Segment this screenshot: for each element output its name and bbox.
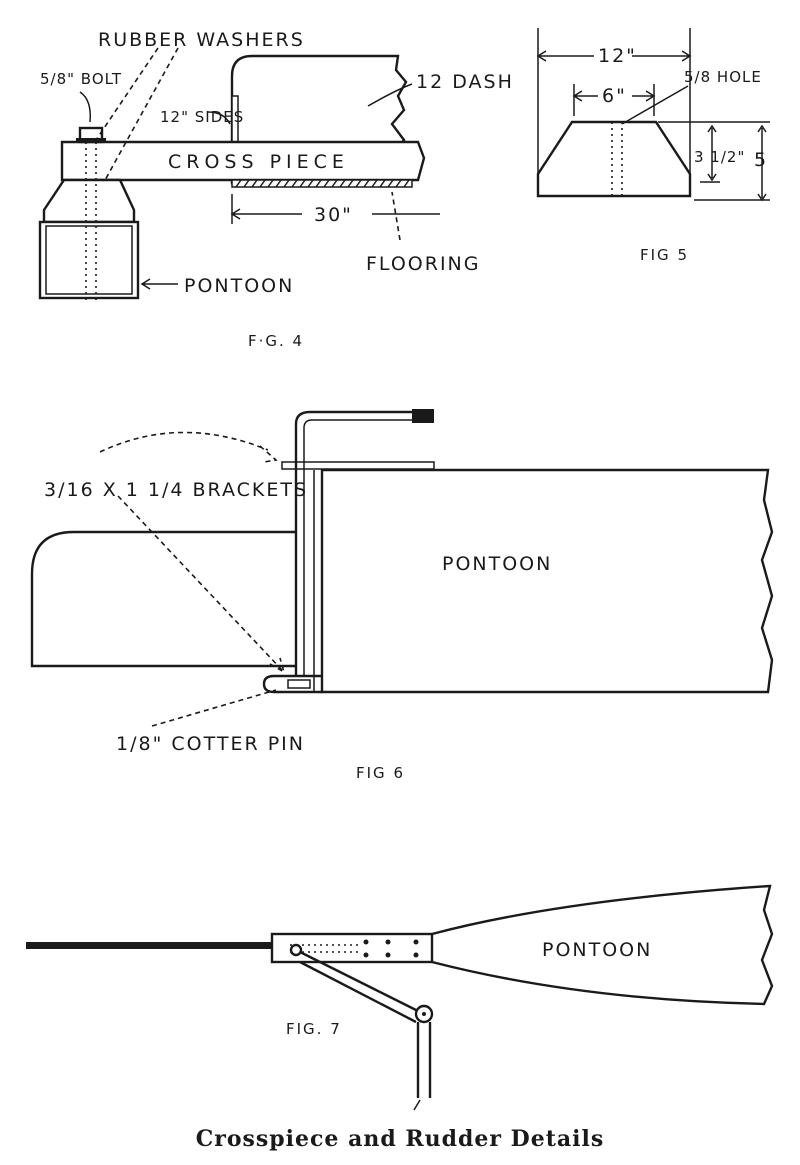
fig5-caption: FIG 5 [640, 246, 689, 264]
fig4-bolt-label: 5/8" BOLT [40, 70, 122, 88]
fig7-caption: FIG. 7 [286, 1020, 342, 1038]
fig4-dash-leader [367, 83, 413, 107]
fig4-dim-30-label: 30" [314, 204, 353, 226]
fig4-washer-leader-1 [95, 47, 159, 141]
fig4-sides-label: 12" SIDES [160, 108, 244, 126]
fig6-pontoon-label: PONTOON [442, 553, 552, 575]
fig6-cotter-loop [262, 674, 322, 694]
fig5-group: 12" 6" 5/8 HOLE 3 1/2" 5 FIG 5 [536, 28, 770, 264]
fig7-pontoon [431, 884, 774, 1006]
fig4-rubber-washers-label: RUBBER WASHERS [98, 29, 305, 51]
fig5-hole-leader [621, 85, 689, 125]
fig6-rudder-post [294, 410, 420, 676]
fig6-cotter-pin [287, 679, 311, 689]
fig5-dim-5-label: 5 [754, 149, 768, 171]
fig5-dim-6-label: 6" [602, 85, 627, 107]
fig7-pivot-2-center [422, 1012, 426, 1016]
fig7-tiller-rod [26, 942, 272, 949]
fig5-dim-6-line [572, 90, 656, 102]
fig6-tiller-grip [412, 409, 434, 423]
fig6-bracket-leader-bottom [117, 495, 286, 674]
fig7-pontoon-label: PONTOON [542, 939, 652, 961]
fig4-flooring-label: FLOORING [366, 253, 481, 275]
fig7-rivet-5 [413, 939, 419, 945]
fig4-group: RUBBER WASHERS 5/8" BOLT 12" SIDES 12 DA… [38, 29, 514, 350]
fig4-pontoon-arrow [140, 278, 178, 290]
fig4-sides-leader [207, 111, 231, 125]
fig4-dim-30-line [230, 208, 440, 220]
fig4-caption: F·G. 4 [248, 332, 304, 350]
fig4-pontoon-label: PONTOON [184, 275, 294, 297]
fig4-washer [76, 138, 106, 142]
fig6-rudder-post-inner [303, 419, 420, 676]
fig7-group: PONTOON FIG. 7 [26, 884, 774, 1111]
fig6-brackets-label: 3/16 X 1 1/4 BRACKETS [44, 479, 308, 501]
fig4-cross-piece-label: CROSS PIECE [168, 151, 349, 173]
fig5-dim-12-line [536, 50, 692, 62]
fig7-rivet-1 [363, 939, 369, 945]
fig4-bolt-leader [79, 91, 92, 123]
fig6-rudder-blade [30, 530, 296, 668]
fig4-flooring-hatch [235, 179, 410, 188]
fig4-pontoon-top [42, 178, 136, 224]
fig7-rivet-4 [385, 952, 391, 958]
fig7-vertical-rod [416, 1022, 432, 1098]
fig7-pivot-1 [289, 943, 303, 957]
fig4-pontoon-inner [45, 225, 133, 295]
fig6-caption: FIG 6 [356, 764, 405, 782]
fig5-dim-12-label: 12" [598, 45, 637, 67]
fig6-top-bracket [281, 461, 435, 470]
page-caption: Crosspiece and Rudder Details [196, 1126, 605, 1152]
fig6-group: 3/16 X 1 1/4 BRACKETS PONTOON 1/8" COTTE… [30, 409, 774, 782]
fig4-dash-label: 12 DASH [416, 71, 514, 93]
fig6-cotter-leader [151, 689, 277, 727]
fig4-cross-piece [60, 140, 426, 182]
fig4-washer-leader-2 [103, 47, 179, 183]
fig4-flooring [231, 179, 413, 188]
fig6-pontoon-body [320, 468, 774, 694]
fig6-cotter-label: 1/8" COTTER PIN [116, 733, 305, 755]
fig6-bracket-leader-top [99, 431, 278, 463]
fig7-link-arm [295, 948, 421, 1024]
fig5-hole-label: 5/8 HOLE [684, 68, 762, 86]
fig7-rivet-6 [413, 952, 419, 958]
fig5-dim-3-5-label: 3 1/2" [694, 148, 745, 166]
fig5-dim-3-5 [658, 121, 770, 183]
fig4-pontoon [38, 220, 140, 300]
fig7-rivet-2 [363, 952, 369, 958]
fig5-section [536, 120, 692, 198]
fig4-flooring-leader [391, 191, 401, 241]
fig5-dim-5 [694, 124, 770, 202]
fig7-rivet-3 [385, 939, 391, 945]
fig7-clamp-plate [270, 932, 434, 964]
fig7-rod-tip [413, 1099, 421, 1111]
